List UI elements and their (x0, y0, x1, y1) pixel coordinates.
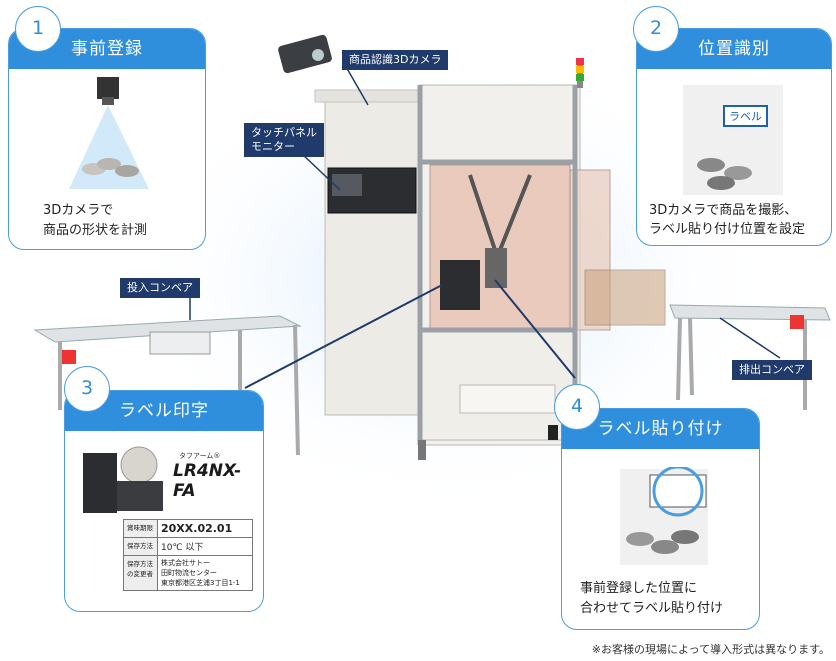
touch-panel-line1: タッチパネル (251, 126, 317, 139)
touch-panel-line2: モニター (251, 140, 295, 153)
footnote: ※お客様の現場によって導入形式は異なります。 (591, 643, 830, 656)
label-row: 保存方法の変更者 株式会社サトー 田町物流センター 東京都港区芝浦3丁目1-1 (123, 555, 253, 591)
label-value: 10℃ 以下 (157, 537, 253, 556)
step-4-text-line2: 合わせてラベル貼り付け (580, 601, 724, 616)
sample-label: 賞味期限 20XX.02.01 保存方法 10℃ 以下 保存方法の変更者 株式会… (123, 519, 253, 591)
step-3-card: ラベル印字 タフアーム® LR4NX-FA 賞味期限 20XX.02.01 保存… (64, 390, 264, 612)
label-apply-illustration (620, 467, 708, 565)
step-1-number: 1 (15, 6, 61, 52)
label-address: 東京都港区芝浦3丁目1-1 (161, 579, 240, 587)
step-2-text-line1: 3Dカメラで商品を撮影、 (649, 203, 798, 218)
step-2-text-line2: ラベル貼り付け位置を設定 (649, 222, 806, 237)
printer-logo-small: タフアーム® (179, 452, 221, 460)
camera-scan-illustration (69, 77, 149, 189)
step-2-card: 位置識別 ラベル 3Dカメラで商品を撮影、 ラベル貼り付け位置を設定 (636, 28, 832, 246)
label-value: 株式会社サトー 田町物流センター 東京都港区芝浦3丁目1-1 (157, 555, 253, 591)
label-key: 賞味期限 (123, 519, 158, 538)
label-row: 保存方法 10℃ 以下 (123, 537, 253, 556)
camera-icon (278, 34, 332, 74)
step-1-text-line2: 商品の形状を計測 (43, 223, 148, 238)
camera-tag: 商品認識3Dカメラ (342, 50, 449, 70)
label-position-illustration (683, 85, 783, 195)
step-4-text-line1: 事前登録した位置に (580, 581, 698, 596)
step-4-card: ラベル貼り付け 事前登録した位置に 合わせてラベル貼り付け (561, 408, 760, 630)
label-value: 20XX.02.01 (157, 519, 253, 538)
input-conveyor-tag: 投入コンベア (120, 278, 200, 298)
printer-illustration (83, 446, 163, 513)
label-tag: ラベル (723, 105, 768, 127)
step-1-title: 事前登録 (9, 29, 205, 69)
step-3-number: 3 (64, 366, 110, 412)
step-2-number: 2 (633, 6, 679, 52)
step-4-number: 4 (554, 384, 600, 430)
label-key: 保存方法 (123, 537, 158, 556)
label-key: 保存方法の変更者 (123, 555, 158, 591)
step-1-card: 事前登録 3Dカメラで 商品の形状を計測 (8, 28, 206, 250)
label-center: 田町物流センター (161, 569, 217, 577)
output-conveyor-tag: 排出コンベア (732, 360, 812, 380)
step-1-text-line1: 3Dカメラで (43, 203, 114, 218)
label-row: 賞味期限 20XX.02.01 (123, 519, 253, 538)
printer-logo: LR4NX-FA (173, 461, 242, 501)
label-company: 株式会社サトー (161, 559, 210, 567)
touch-panel-tag: タッチパネル モニター (244, 123, 324, 157)
